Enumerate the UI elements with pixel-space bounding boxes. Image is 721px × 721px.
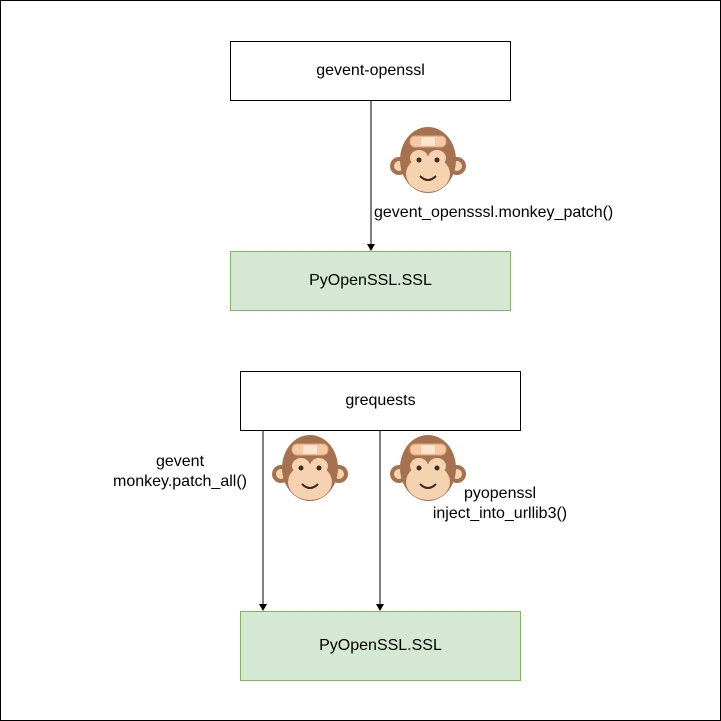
top-patch-label: gevent_opensssl.monkey_patch() — [374, 204, 614, 221]
bottom-left-patch-line2: monkey.patch_all() — [113, 473, 247, 490]
bottom-right-patch-line1: pyopenssl — [463, 485, 537, 502]
node-gevent-openssl-label: gevent-openssl — [316, 62, 425, 79]
bottom-right-patch-line2: inject_into_urllib3() — [432, 505, 568, 522]
bottom-right-patch-label: pyopenssl inject_into_urllib3() — [420, 484, 580, 524]
node-pyopenssl-ssl-bottom-label: PyOpenSSL.SSL — [319, 637, 442, 654]
arrowhead-bottom-right — [376, 604, 384, 611]
bottom-left-patch-label: gevent monkey.patch_all() — [100, 452, 260, 492]
node-grequests[interactable]: grequests — [240, 371, 521, 431]
node-pyopenssl-ssl-top-label: PyOpenSSL.SSL — [309, 272, 432, 289]
node-pyopenssl-ssl-bottom[interactable]: PyOpenSSL.SSL — [240, 611, 521, 681]
monkey-patch-icon — [390, 127, 466, 193]
node-gevent-openssl[interactable]: gevent-openssl — [230, 41, 511, 101]
node-pyopenssl-ssl-top[interactable]: PyOpenSSL.SSL — [230, 251, 511, 311]
arrowhead-top — [367, 244, 375, 251]
node-grequests-label: grequests — [345, 392, 416, 409]
monkey-patch-icon — [272, 435, 348, 501]
bottom-left-patch-line1: gevent — [155, 453, 205, 470]
arrowhead-bottom-left — [259, 604, 267, 611]
monkey-patch-icon — [390, 435, 466, 501]
